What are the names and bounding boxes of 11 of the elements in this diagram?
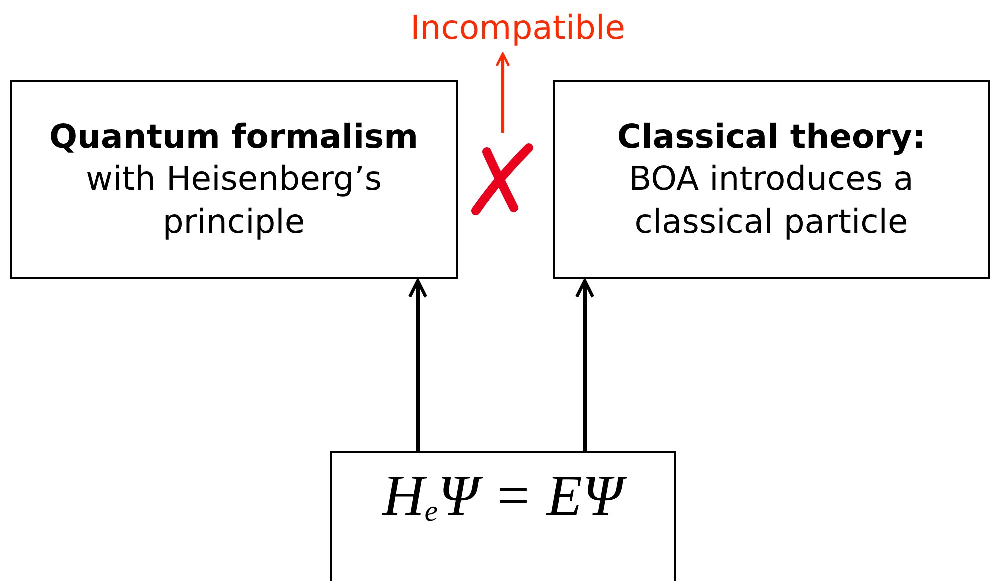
box-heading: Quantum formalism: [49, 116, 419, 158]
box-text: with Heisenberg’s principle: [84, 158, 384, 243]
theory-box: [10, 80, 458, 279]
box-text: BOA introduces a classical particle: [628, 158, 915, 243]
arrow: [408, 279, 428, 451]
incompatible-label: Incompatible: [410, 6, 626, 49]
box-heading: Classical theory:: [617, 116, 926, 158]
arrow: [575, 279, 595, 451]
theory-box: [553, 80, 990, 279]
arrow: [496, 52, 510, 133]
equation-box: [330, 451, 676, 581]
